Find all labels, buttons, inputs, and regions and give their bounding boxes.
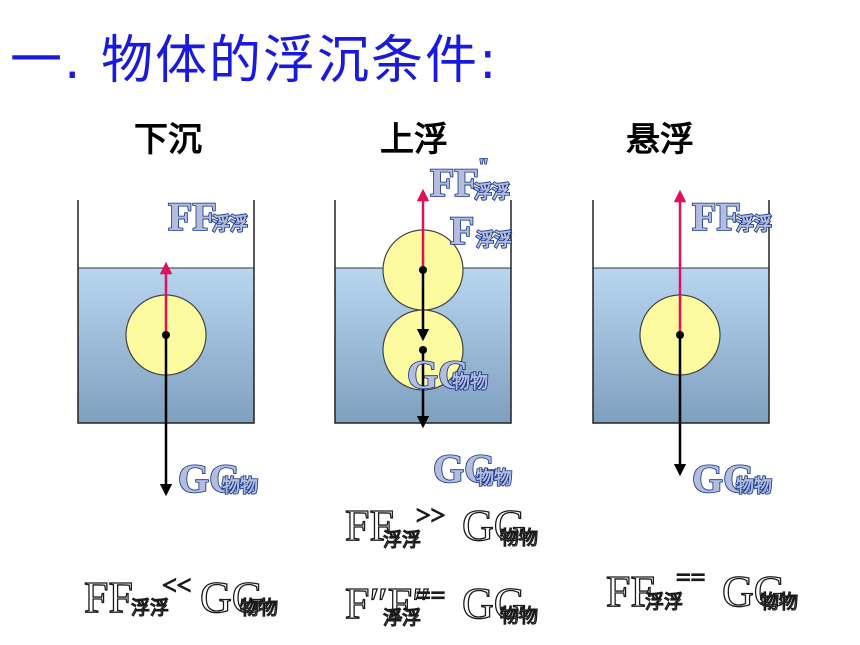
buoyant-sub-rise-lower: 浮浮 — [476, 229, 512, 250]
case-label-suspend: 悬浮 — [626, 120, 694, 160]
slide-title: 一. 物体的浮沉条件: — [10, 31, 499, 91]
condition-rise-lhs-sub: 浮浮 — [383, 529, 421, 551]
condition-sink-rhs-sub: 物物 — [240, 597, 278, 619]
case-label-rise: 上浮 — [380, 120, 448, 160]
buoyant-sub-sink: 浮浮 — [212, 213, 248, 234]
gravity-sub-rise: 物物 — [452, 371, 488, 392]
condition-sink-lhs: FF — [84, 573, 133, 622]
condition-suspend-lhs-sub: 浮浮 — [645, 591, 683, 613]
condition-rise2-op: == — [416, 581, 445, 610]
condition-rise: FF 浮浮 >> GG 物物 F″F″ 浮浮 == GG 物物 — [344, 500, 538, 629]
condition-rise2-lhs-sub: 浮浮 — [383, 607, 421, 629]
condition-rise-rhs-sub: 物物 — [500, 527, 538, 549]
beaker-rise: FF " 浮浮 F 浮浮 GG 物物 GG 物物 — [334, 154, 513, 492]
condition-rise2-rhs-sub: 物物 — [500, 605, 538, 627]
condition-rise-lhs: FF — [345, 501, 394, 550]
condition-suspend: FF 浮浮 == GG 物物 — [605, 562, 798, 616]
center-dot-sink — [162, 331, 170, 339]
condition-sink-op: << — [162, 571, 191, 600]
condition-suspend-lhs: FF — [606, 567, 655, 616]
condition-sink: FF 浮浮 << GG 物物 — [83, 570, 278, 622]
beaker-sink: FF 浮浮 GG 物物 — [77, 193, 259, 502]
gravity-label-rise: GG — [407, 352, 469, 397]
center-dot-rise-upper — [419, 266, 427, 274]
condition-sink-rhs: GG — [200, 573, 264, 622]
gravity-label-suspend: GG — [692, 456, 754, 501]
gravity-label-rise-lower: GG — [433, 446, 495, 491]
buoyant-label-rise-lower: F — [450, 208, 474, 253]
buoyant-sub-suspend: 浮浮 — [736, 213, 772, 234]
condition-sink-lhs-sub: 浮浮 — [131, 597, 169, 619]
buoyant-label-suspend: FF — [692, 194, 741, 239]
case-label-sink: 下沉 — [134, 120, 202, 160]
condition-rise2-lhs: F″F″ — [345, 579, 431, 628]
gravity-sub-rise-lower: 物物 — [476, 467, 512, 488]
condition-rise-rhs: GG — [462, 501, 526, 550]
center-dot-suspend — [676, 331, 684, 339]
buoyant-mark-rise: " — [478, 155, 489, 177]
beaker-suspend: FF 浮浮 GG 物物 — [592, 189, 773, 502]
condition-rise-op: >> — [416, 501, 445, 530]
gravity-sub-sink: 物物 — [222, 475, 258, 496]
condition-suspend-rhs-sub: 物物 — [760, 591, 798, 613]
center-dot-rise-lower — [419, 346, 427, 354]
buoyant-label-rise: FF — [430, 160, 479, 205]
condition-rise2-rhs: GG — [462, 579, 526, 628]
buoyant-label-sink: FF — [168, 194, 217, 239]
condition-suspend-rhs: GG — [722, 567, 786, 616]
buoyant-sub-rise: 浮浮 — [474, 181, 510, 202]
gravity-sub-suspend: 物物 — [736, 475, 772, 496]
condition-suspend-op: == — [676, 563, 705, 592]
gravity-label-sink: GG — [178, 456, 240, 501]
